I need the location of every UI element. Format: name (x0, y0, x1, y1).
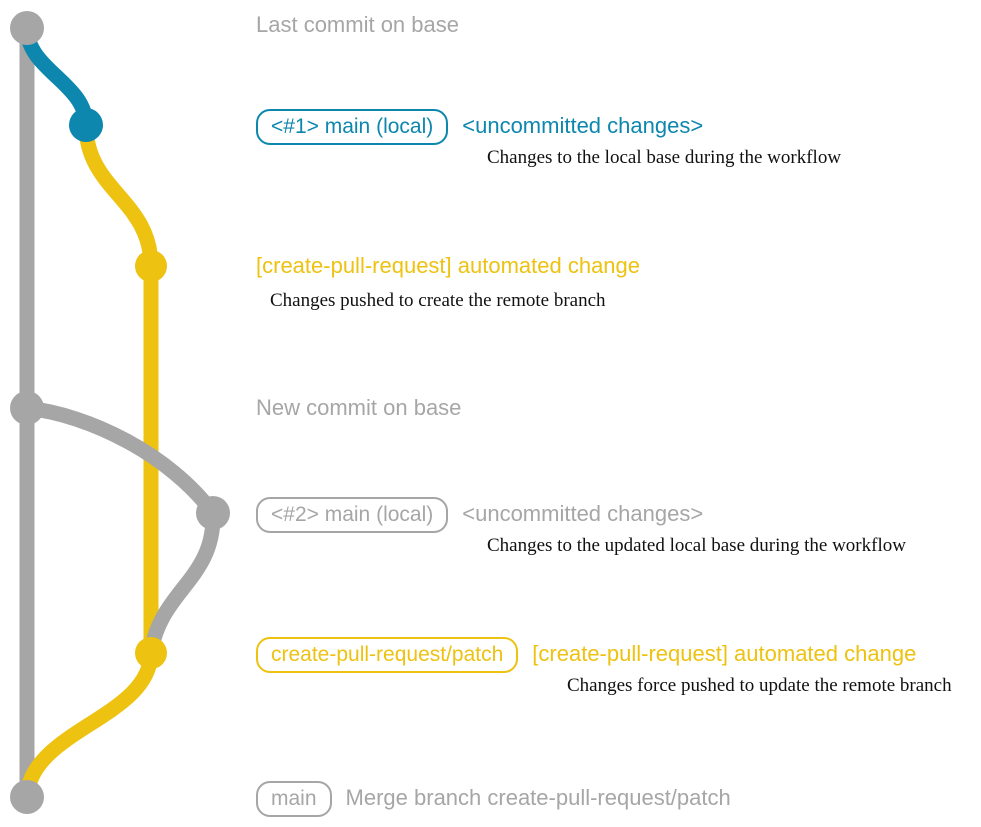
edge-local1-to-patch1 (78, 117, 159, 274)
commit-subject-patch-automated-2: [create-pull-request] automated change (532, 641, 917, 666)
node-local-1[interactable] (69, 108, 103, 142)
edge-local2-to-patch2 (143, 505, 221, 661)
commit-subject-local-uncommitted-1: <uncommitted changes> (462, 113, 704, 138)
commit-subject-merge-commit: Merge branch create-pull-request/patch (345, 785, 731, 810)
ref-badge-create-pull-request-patch[interactable]: create-pull-request/patch (256, 637, 519, 673)
commit-note-patch-automated-1: Changes pushed to create the remote bran… (270, 290, 606, 311)
commit-note-local-uncommitted-2: Changes to the updated local base during… (487, 535, 906, 556)
commit-subject-local-uncommitted-2: <uncommitted changes> (462, 501, 704, 526)
ref-badge-main-local-1[interactable]: <#1> main (local) (256, 109, 449, 145)
commit-row-patch-automated-2: create-pull-request/patch [create-pull-r… (256, 637, 916, 673)
commit-row-local-uncommitted-1: <#1> main (local) <uncommitted changes> (256, 109, 703, 145)
node-local-2[interactable] (196, 496, 230, 530)
commit-row-local-uncommitted-2: <#2> main (local) <uncommitted changes> (256, 497, 703, 533)
ref-badge-main-local-2[interactable]: <#2> main (local) (256, 497, 449, 533)
node-base-top[interactable] (10, 11, 44, 45)
node-base-merge[interactable] (10, 780, 44, 814)
ref-badge-main[interactable]: main (256, 781, 332, 817)
node-patch-2[interactable] (135, 637, 167, 669)
commit-subject-last-commit-on-base: Last commit on base (256, 12, 459, 37)
commit-note-patch-automated-2: Changes force pushed to update the remot… (567, 675, 952, 696)
commit-note-local-uncommitted-1: Changes to the local base during the wor… (487, 147, 842, 168)
node-base-new[interactable] (10, 391, 44, 425)
edge-patch2-to-merge (19, 645, 159, 805)
node-patch-1[interactable] (135, 250, 167, 282)
edge-base-to-local1 (19, 20, 94, 133)
edge-basenew-to-local2 (19, 400, 221, 521)
commit-row-merge-commit: main Merge branch create-pull-request/pa… (256, 781, 731, 817)
commit-subject-patch-automated-1: [create-pull-request] automated change (256, 253, 641, 278)
commit-subject-new-commit-on-base: New commit on base (256, 395, 462, 420)
